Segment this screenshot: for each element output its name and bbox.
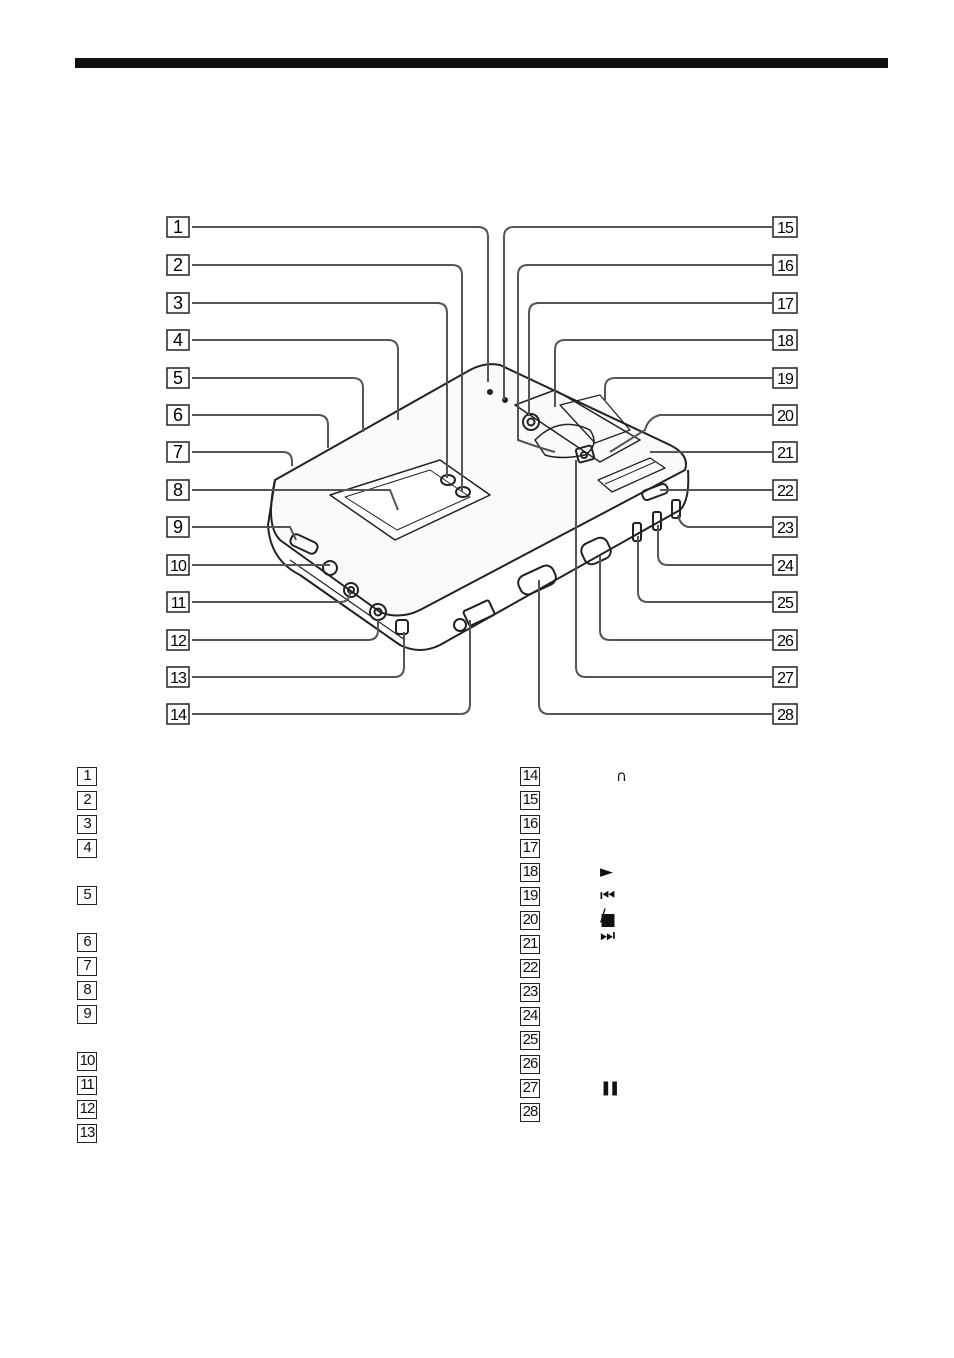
svg-text:15: 15 — [777, 220, 794, 237]
legend-number: 16 — [520, 815, 540, 834]
callouts-left: 1 2 3 4 5 6 7 8 9 10 11 12 13 14 — [166, 216, 190, 725]
svg-text:1: 1 — [173, 217, 183, 237]
callout-1: 1 — [166, 216, 190, 238]
svg-text:9: 9 — [173, 517, 183, 537]
legend-number: 21 — [520, 935, 540, 954]
legend-number: 3 — [77, 815, 97, 834]
callout-17: 17 — [772, 292, 798, 314]
callout-15: 15 — [772, 216, 798, 238]
skip-icon: ⏮ / ⏭ — [600, 886, 616, 946]
svg-text:6: 6 — [173, 405, 183, 425]
callout-6: 6 — [166, 404, 190, 426]
legend-number: 25 — [520, 1031, 540, 1050]
callout-4: 4 — [166, 329, 190, 351]
callout-24: 24 — [772, 554, 798, 576]
svg-text:3: 3 — [173, 293, 183, 313]
legend-number: 19 — [520, 887, 540, 906]
callout-26: 26 — [772, 629, 798, 651]
legend-number: 27 — [520, 1079, 540, 1098]
svg-text:4: 4 — [173, 330, 183, 350]
legend-number: 2 — [77, 791, 97, 810]
legend-number: 4 — [77, 839, 97, 858]
callout-11: 11 — [166, 591, 190, 613]
legend-number: 9 — [77, 1005, 97, 1024]
callout-13: 13 — [166, 666, 190, 688]
headphones-icon: ∩ — [616, 767, 627, 785]
leader-lines — [192, 226, 772, 715]
legend-number: 28 — [520, 1103, 540, 1122]
callout-10: 10 — [166, 554, 190, 576]
legend-number: 14 — [520, 767, 540, 786]
legend-number: 13 — [77, 1124, 97, 1143]
legend-number: 12 — [77, 1100, 97, 1119]
svg-text:13: 13 — [170, 670, 187, 687]
legend-number: 11 — [77, 1076, 97, 1095]
legend-number: 1 — [77, 767, 97, 786]
legend-number: 26 — [520, 1055, 540, 1074]
svg-text:5: 5 — [173, 368, 183, 388]
callout-18: 18 — [772, 329, 798, 351]
legend-number: 17 — [520, 839, 540, 858]
svg-text:12: 12 — [170, 633, 187, 650]
callout-7: 7 — [166, 441, 190, 463]
svg-text:27: 27 — [777, 670, 794, 687]
top-rule — [75, 58, 888, 68]
legend-number: 7 — [77, 957, 97, 976]
svg-text:24: 24 — [777, 558, 794, 575]
svg-text:19: 19 — [777, 371, 794, 388]
callout-22: 22 — [772, 479, 798, 501]
callout-25: 25 — [772, 591, 798, 613]
legend-number: 5 — [77, 886, 97, 905]
svg-text:10: 10 — [170, 558, 187, 575]
callout-19: 19 — [772, 367, 798, 389]
callout-3: 3 — [166, 292, 190, 314]
legend-number: 10 — [77, 1052, 97, 1071]
svg-text:8: 8 — [173, 480, 183, 500]
play-icon: ► — [600, 862, 614, 882]
svg-text:11: 11 — [171, 595, 187, 612]
svg-text:26: 26 — [777, 633, 794, 650]
legend-number: 22 — [520, 959, 540, 978]
svg-text:22: 22 — [777, 483, 794, 500]
legend-number: 24 — [520, 1007, 540, 1026]
callout-21: 21 — [772, 441, 798, 463]
legend-number: 23 — [520, 983, 540, 1002]
callout-5: 5 — [166, 367, 190, 389]
callout-8: 8 — [166, 479, 190, 501]
legend-number: 20 — [520, 911, 540, 930]
callout-16: 16 — [772, 254, 798, 276]
svg-text:16: 16 — [777, 258, 794, 275]
callout-20: 20 — [772, 404, 798, 426]
legend-number: 18 — [520, 863, 540, 882]
callout-28: 28 — [772, 703, 798, 725]
callout-23: 23 — [772, 516, 798, 538]
svg-text:18: 18 — [777, 333, 794, 350]
svg-text:7: 7 — [173, 442, 183, 462]
svg-text:23: 23 — [777, 520, 794, 537]
svg-text:2: 2 — [173, 255, 183, 275]
svg-text:20: 20 — [777, 408, 794, 425]
callouts-right: 15 16 17 18 19 20 21 22 23 24 25 26 27 2… — [772, 216, 798, 725]
callout-12: 12 — [166, 629, 190, 651]
minidisc-player — [267, 363, 690, 651]
legend-number: 15 — [520, 791, 540, 810]
callout-2: 2 — [166, 254, 190, 276]
stop-icon: ■ — [600, 910, 617, 930]
callout-14: 14 — [166, 703, 190, 725]
svg-text:17: 17 — [777, 296, 794, 313]
svg-text:14: 14 — [170, 707, 187, 724]
legend-number: 8 — [77, 981, 97, 1000]
svg-text:25: 25 — [777, 595, 794, 612]
callout-27: 27 — [772, 666, 798, 688]
callout-9: 9 — [166, 516, 190, 538]
legend-number: 6 — [77, 933, 97, 952]
svg-text:28: 28 — [777, 707, 794, 724]
pause-icon: ❚❚ — [600, 1080, 621, 1096]
svg-text:21: 21 — [777, 445, 794, 462]
